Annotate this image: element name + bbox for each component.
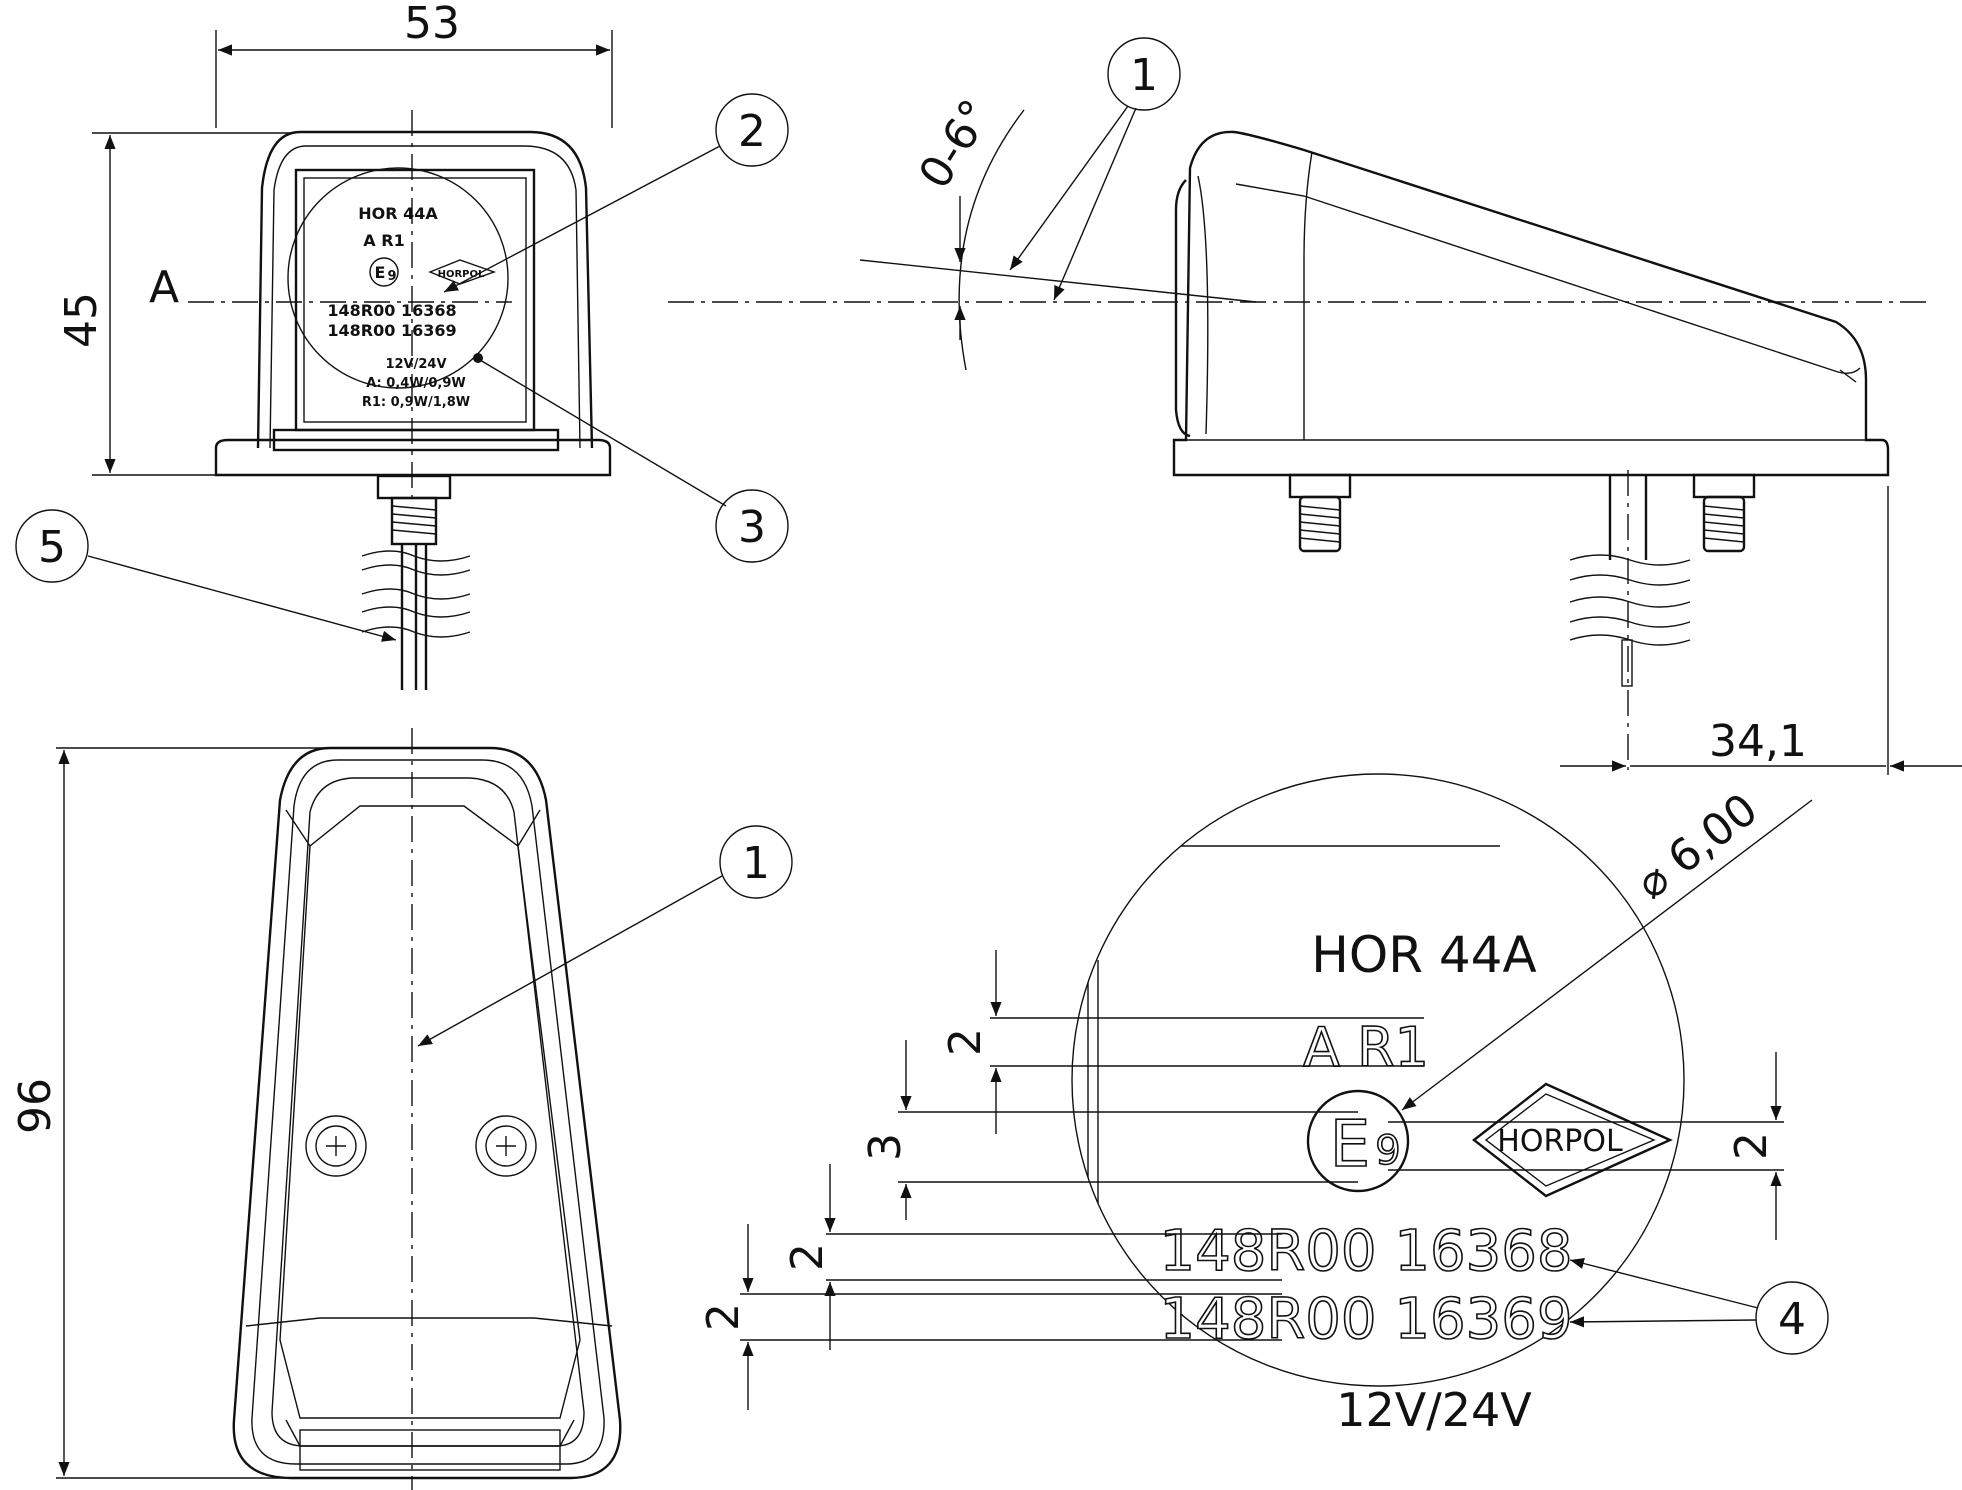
detail-power-a: A: 0,4W/0 xyxy=(1171,1440,1385,1490)
dimension-detail-3: 3 xyxy=(860,1133,911,1161)
callout-4: 4 xyxy=(1778,1294,1806,1345)
section-label-a: A xyxy=(149,262,179,313)
lens-model: HOR 44A xyxy=(358,204,438,223)
detail-approval-mark: E xyxy=(1330,1108,1370,1182)
callout-5: 5 xyxy=(38,522,66,573)
detail-brand: HORPOL xyxy=(1497,1124,1623,1159)
lens-power-r1: R1: 0,9W/1,8W xyxy=(362,395,470,410)
dimension-53: 53 xyxy=(404,0,460,49)
lens-approval-number-1: 148R00 16368 xyxy=(327,301,456,320)
callout-3: 3 xyxy=(738,502,766,553)
dimension-detail-2d: 2 xyxy=(698,1303,749,1331)
callout-1-top-view: 1 xyxy=(742,838,770,889)
callout-1: 1 xyxy=(1130,50,1158,101)
lens-voltage: 12V/24V xyxy=(385,357,446,372)
front-view: 53 45 A HOR 44A A R1 E 9 HORPOL 148R00 1… xyxy=(15,0,789,690)
lens-approval-mark: E xyxy=(375,263,386,282)
lens-approval-country: 9 xyxy=(387,269,396,284)
dimension-detail-2a: 2 xyxy=(940,1028,991,1056)
detail-approval-number-2: 148R00 16369 xyxy=(1160,1287,1573,1352)
side-view: 0-6° 1 34,1 xyxy=(668,37,1962,775)
dimension-45: 45 xyxy=(56,292,107,348)
detail-approval-country: 9 xyxy=(1375,1128,1400,1174)
detail-class: A R1 xyxy=(1303,1016,1429,1079)
detail-view: A: 0,4W/0 HOR 44A A R1 E 9 HORPOL 148R00… xyxy=(698,773,1829,1490)
dimension-34-1: 34,1 xyxy=(1709,716,1807,767)
lens-brand: HORPOL xyxy=(438,269,485,280)
lens-class: A R1 xyxy=(363,231,404,250)
lens-approval-number-2: 148R00 16369 xyxy=(327,321,456,340)
angle-0-6: 0-6° xyxy=(909,91,1002,198)
callout-2: 2 xyxy=(738,106,766,157)
dimension-detail-2b: 2 xyxy=(1726,1132,1777,1160)
detail-model: HOR 44A xyxy=(1311,926,1536,984)
top-view: 96 1 xyxy=(10,728,793,1490)
detail-voltage: 12V/24V xyxy=(1336,1383,1532,1437)
detail-approval-number-1: 148R00 16368 xyxy=(1160,1219,1573,1284)
lens-power-a: A: 0,4W/0,9W xyxy=(366,376,466,391)
dimension-diameter-6: ⌀ 6,00 xyxy=(1627,784,1768,909)
dimension-96: 96 xyxy=(10,1078,61,1134)
dimension-detail-2c: 2 xyxy=(782,1243,833,1271)
